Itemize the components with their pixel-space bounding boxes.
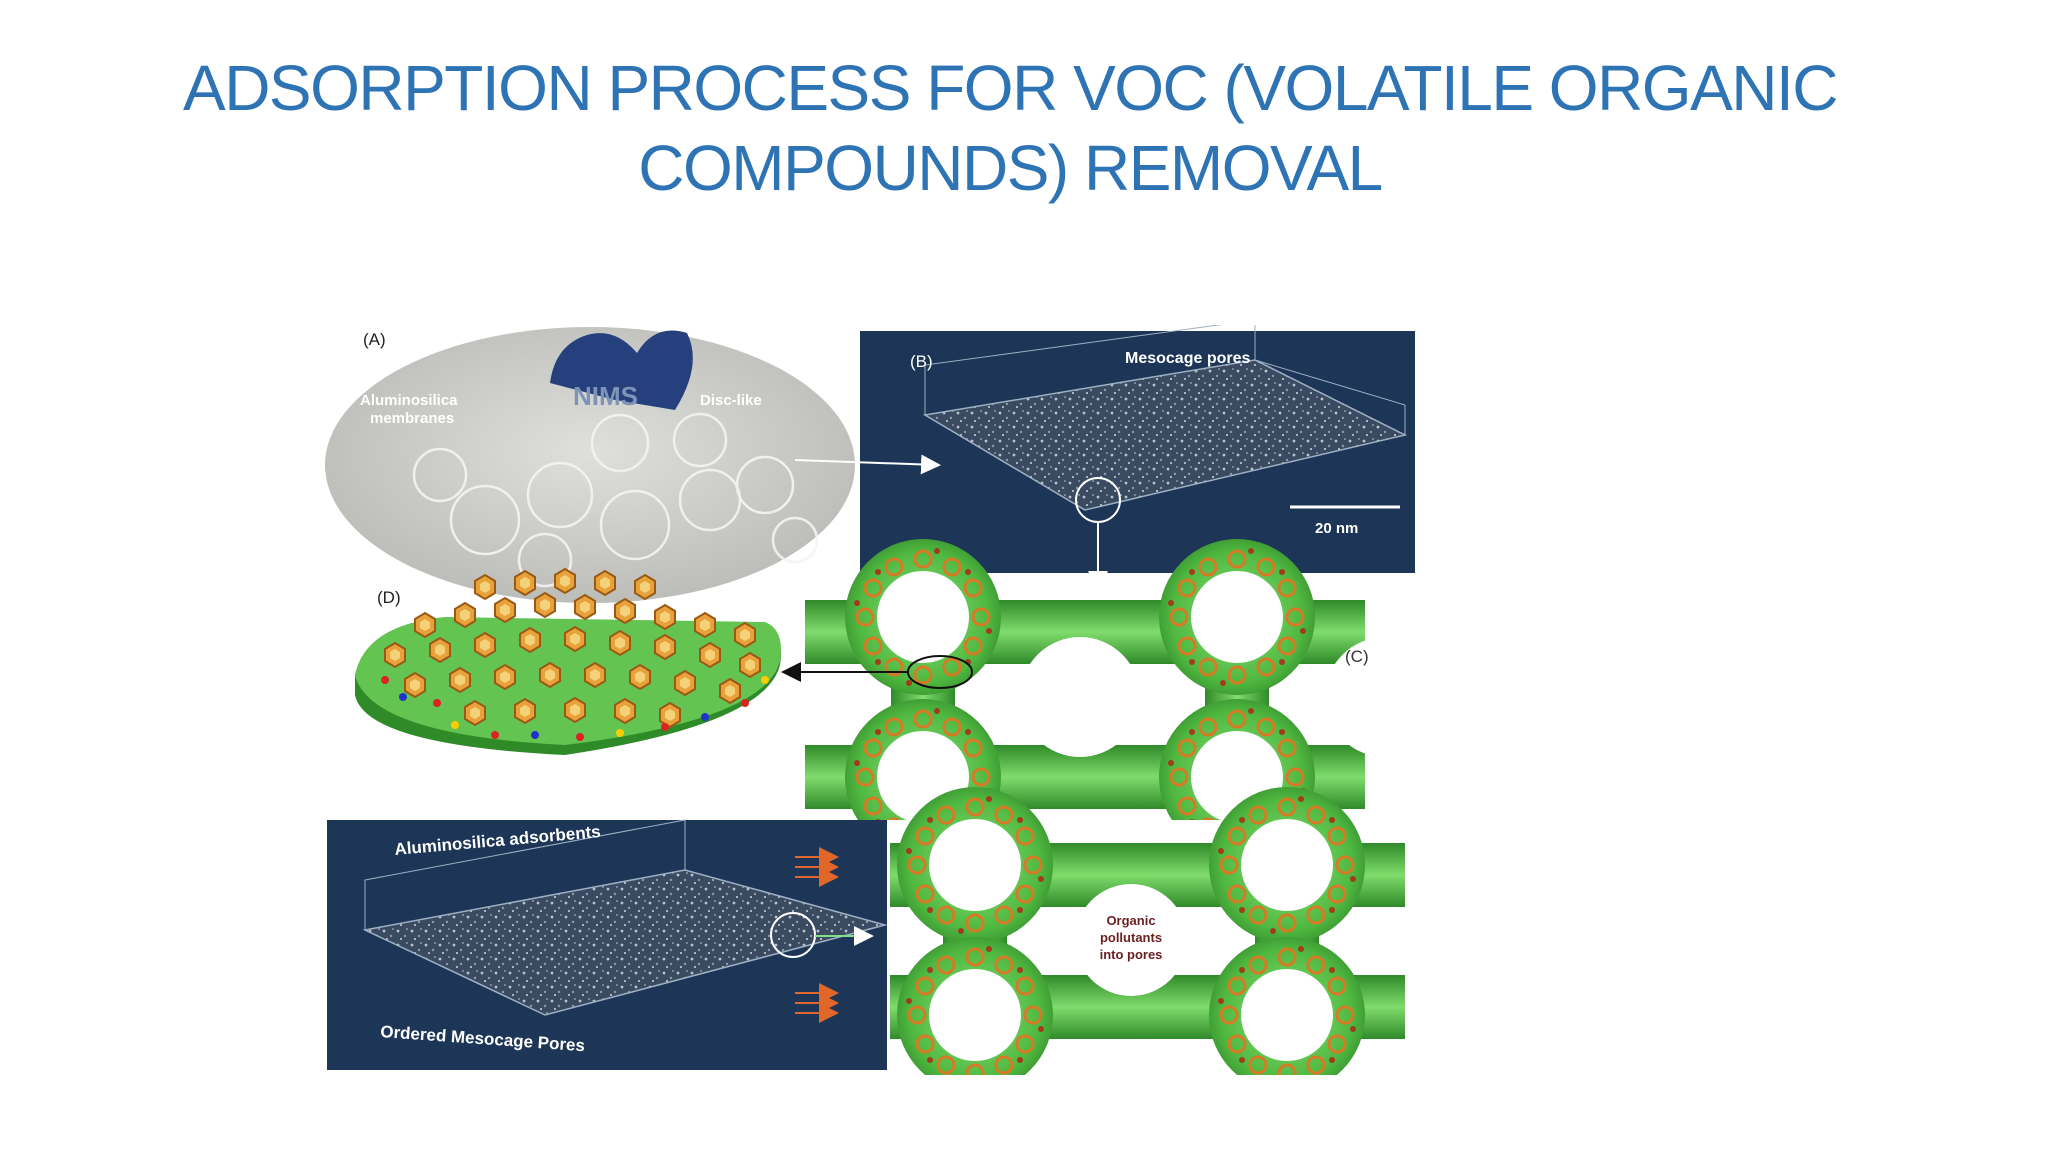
panel-c: (C) [781, 537, 1445, 857]
slide-title: ADSORPTION PROCESS FOR VOC (VOLATILE ORG… [150, 48, 1870, 208]
membrane-label-line2: membranes [370, 410, 454, 427]
organic-label-line2: pollutants [1100, 930, 1162, 945]
panel-b-label: (B) [910, 352, 933, 371]
title-line-2: COMPOUNDS) REMOVAL [638, 132, 1383, 204]
nims-logo-text: NIMS [573, 381, 638, 411]
title-line-1: ADSORPTION PROCESS FOR VOC (VOLATILE ORG… [183, 52, 1838, 124]
panel-d: (D) [355, 568, 781, 755]
atom-dots [381, 676, 769, 741]
membrane-label-line1: Aluminosilica [360, 392, 458, 409]
organic-label-line1: Organic [1106, 913, 1155, 928]
panel-a-label: (A) [363, 330, 386, 349]
mesocage-pores-label: Mesocage pores [1125, 350, 1250, 367]
adsorption-figure: (B) Mesocage pores 20 nm NIMS (A) Alumin… [325, 319, 1445, 1095]
panel-a: NIMS (A) Aluminosilica membranes Disc-li… [325, 327, 941, 603]
organic-label-line3: into pores [1100, 947, 1163, 962]
panel-d-label: (D) [377, 588, 401, 607]
bottom-panel: Aluminosilica adsorbents Ordered Mesocag… [327, 785, 1425, 1095]
panel-b: (B) Mesocage pores 20 nm [860, 319, 1415, 591]
disc-like-label: Disc-like [700, 392, 762, 409]
panel-c-label: (C) [1345, 647, 1369, 666]
figure-illustration: (B) Mesocage pores 20 nm NIMS (A) Alumin… [325, 319, 1445, 1095]
scale-bar-label: 20 nm [1315, 520, 1358, 537]
